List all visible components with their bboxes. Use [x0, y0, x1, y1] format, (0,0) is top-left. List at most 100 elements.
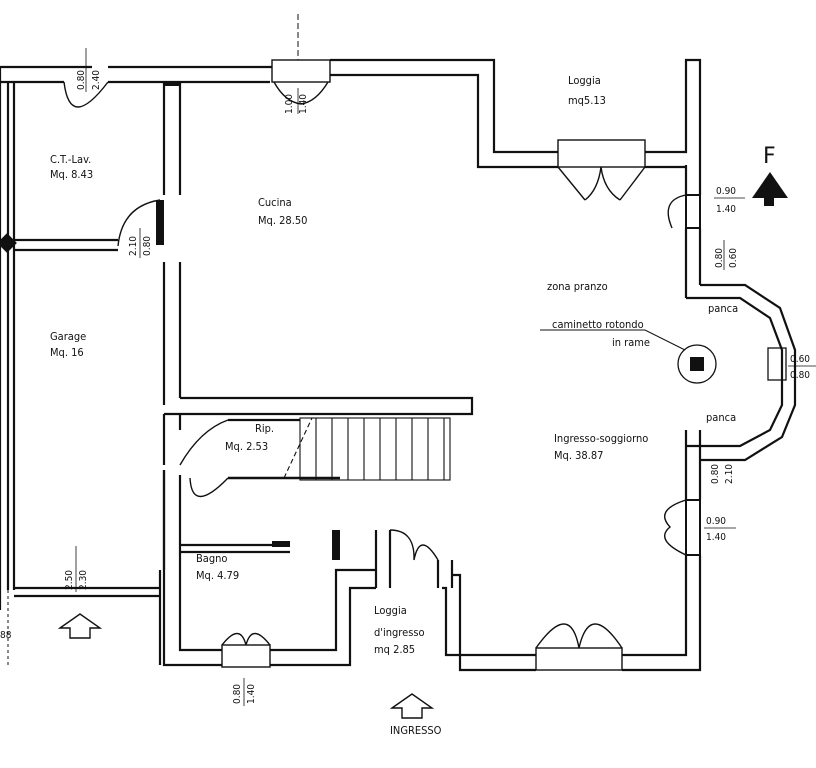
- wall-right-upper: [684, 165, 702, 298]
- fireplace-vent: [767, 347, 787, 381]
- door-bagno-swing: [189, 477, 229, 497]
- wall-bagno-top: [180, 543, 290, 554]
- wall-post-loggia: [332, 530, 340, 560]
- wall-cucina-bottom: [164, 396, 474, 416]
- ingresso-arrow: [389, 693, 435, 719]
- dimension-ticks: [75, 48, 816, 706]
- wall-bagno-bottom: [270, 568, 376, 667]
- wall-right-bottom-inner: [442, 573, 536, 672]
- stair-outline: [299, 417, 451, 481]
- fireplace: [540, 329, 787, 384]
- dim-060-080-bottom: 0.80: [790, 370, 810, 381]
- dim-100-top: 1.00: [284, 94, 295, 114]
- room-name-garage: Garage: [50, 330, 86, 343]
- dim-230-bottom: 2.30: [78, 570, 89, 590]
- room-area-garage: Mq. 16: [50, 346, 84, 359]
- north-arrow-head: [752, 172, 788, 198]
- dim-240-bottom: 2.40: [91, 70, 102, 90]
- wall-right-lower: [684, 430, 702, 500]
- annotations: zona pranzo caminetto rotondo in rame pa…: [390, 280, 738, 737]
- wall-ct-cucina: [162, 82, 182, 405]
- room-name-loggia: Loggia: [568, 74, 601, 87]
- room-area-loggia: mq5.13: [568, 94, 606, 107]
- wall-loggia-right: [645, 58, 702, 169]
- window-right-upper-swing: [667, 194, 687, 229]
- wall-bottom-right: [622, 555, 702, 672]
- door-ct-swing: [117, 199, 161, 247]
- room-area-soggiorno: Mq. 38.87: [554, 449, 603, 462]
- label-ingresso: INGRESSO: [390, 724, 442, 737]
- walls: [0, 58, 797, 672]
- dim-080-140-bottom: 1.40: [246, 684, 257, 704]
- openings: [63, 59, 687, 671]
- fireplace-leader: [540, 329, 686, 351]
- door-ct-top-swing: [63, 81, 109, 108]
- dim-080-bottom: 0.80: [142, 236, 153, 256]
- window-right-lower-swing: [664, 499, 687, 556]
- wall-top-left: [0, 65, 92, 84]
- entry-arrows: [57, 613, 435, 719]
- fireplace-circle: [677, 344, 717, 384]
- door-jamb-ct: [156, 200, 164, 245]
- stair-cut-line: [283, 417, 313, 479]
- dim-080-210-top: 0.80: [710, 464, 721, 484]
- label-panca-top: panca: [708, 302, 738, 315]
- wall-top-right: [330, 58, 558, 169]
- label-caminetto-2: in rame: [612, 336, 650, 349]
- wall-left: [0, 67, 16, 610]
- window-frame-right: [685, 499, 701, 556]
- bagno-divider: [272, 541, 290, 547]
- label-panca-bottom: panca: [706, 411, 736, 424]
- room-area-rip: Mq. 2.53: [225, 440, 268, 453]
- room-area-ct-lav: Mq. 8.43: [50, 168, 93, 181]
- room-name2-loggia-ingresso: d'ingresso: [374, 626, 425, 639]
- dim-250-top: 2.50: [64, 570, 75, 590]
- room-name-soggiorno: Ingresso-soggiorno: [554, 432, 648, 445]
- staircase: [228, 417, 451, 481]
- dim-090-140-b-bottom: 1.40: [706, 532, 726, 543]
- dimension-labels: 0.80 2.40 1.00 1.40 2.10 0.80 0.80 0.60 …: [0, 70, 810, 704]
- wall-garage-bottom: [14, 586, 160, 598]
- label-caminetto: caminetto rotondo: [552, 318, 644, 331]
- room-name-loggia-ingresso: Loggia: [374, 604, 407, 617]
- fireplace-core: [690, 357, 704, 371]
- door-rip-swing: [179, 419, 229, 466]
- dim-080-top: 0.80: [76, 70, 87, 90]
- room-name-ct-lav: C.T.-Lav.: [50, 153, 91, 166]
- wall-ct-bottom: [14, 238, 118, 252]
- wall-rip-left: [162, 414, 182, 465]
- window-loggia-swing: [557, 166, 646, 201]
- window-soggiorno-swing: [535, 623, 623, 649]
- room-name-rip: Rip.: [255, 422, 274, 435]
- room-area-loggia-ingresso: mq 2.85: [374, 643, 415, 656]
- window-bagno-swing: [221, 632, 271, 646]
- north-arrow: F: [752, 144, 788, 206]
- dim-090-140-a-bottom: 1.40: [716, 204, 736, 215]
- wall-fireplace-bay: [686, 283, 797, 462]
- wall-garage-right: [158, 470, 166, 665]
- window-cucina-top: [271, 59, 331, 83]
- window-frame-right-upper: [685, 194, 701, 229]
- dim-080-210-bottom: 2.10: [724, 464, 735, 484]
- room-name-cucina: Cucina: [258, 196, 292, 209]
- room-area-cucina: Mq. 28.50: [258, 214, 307, 227]
- dim-88: 88: [0, 630, 12, 641]
- door-ingresso-swing: [389, 529, 439, 561]
- dim-140-bottom: 1.40: [298, 94, 309, 114]
- north-arrow-stem: [764, 198, 774, 206]
- dim-080-140-top: 0.80: [232, 684, 243, 704]
- dim-080-060-top: 0.80: [714, 248, 725, 268]
- dim-060-080-top: 0.60: [790, 354, 810, 365]
- wall-top-mid: [108, 65, 272, 84]
- label-zona-pranzo: zona pranzo: [547, 280, 608, 293]
- wall-fill-a: [164, 82, 180, 86]
- dim-210-top: 2.10: [128, 236, 139, 256]
- garage-entry-arrow: [57, 613, 103, 639]
- room-labels: C.T.-Lav. Mq. 8.43 Cucina Mq. 28.50 Logg…: [50, 74, 648, 656]
- dim-090-140-b-top: 0.90: [706, 516, 726, 527]
- dim-080-060-bottom: 0.60: [728, 248, 739, 268]
- room-name-bagno: Bagno: [196, 552, 227, 565]
- north-label: F: [763, 144, 776, 169]
